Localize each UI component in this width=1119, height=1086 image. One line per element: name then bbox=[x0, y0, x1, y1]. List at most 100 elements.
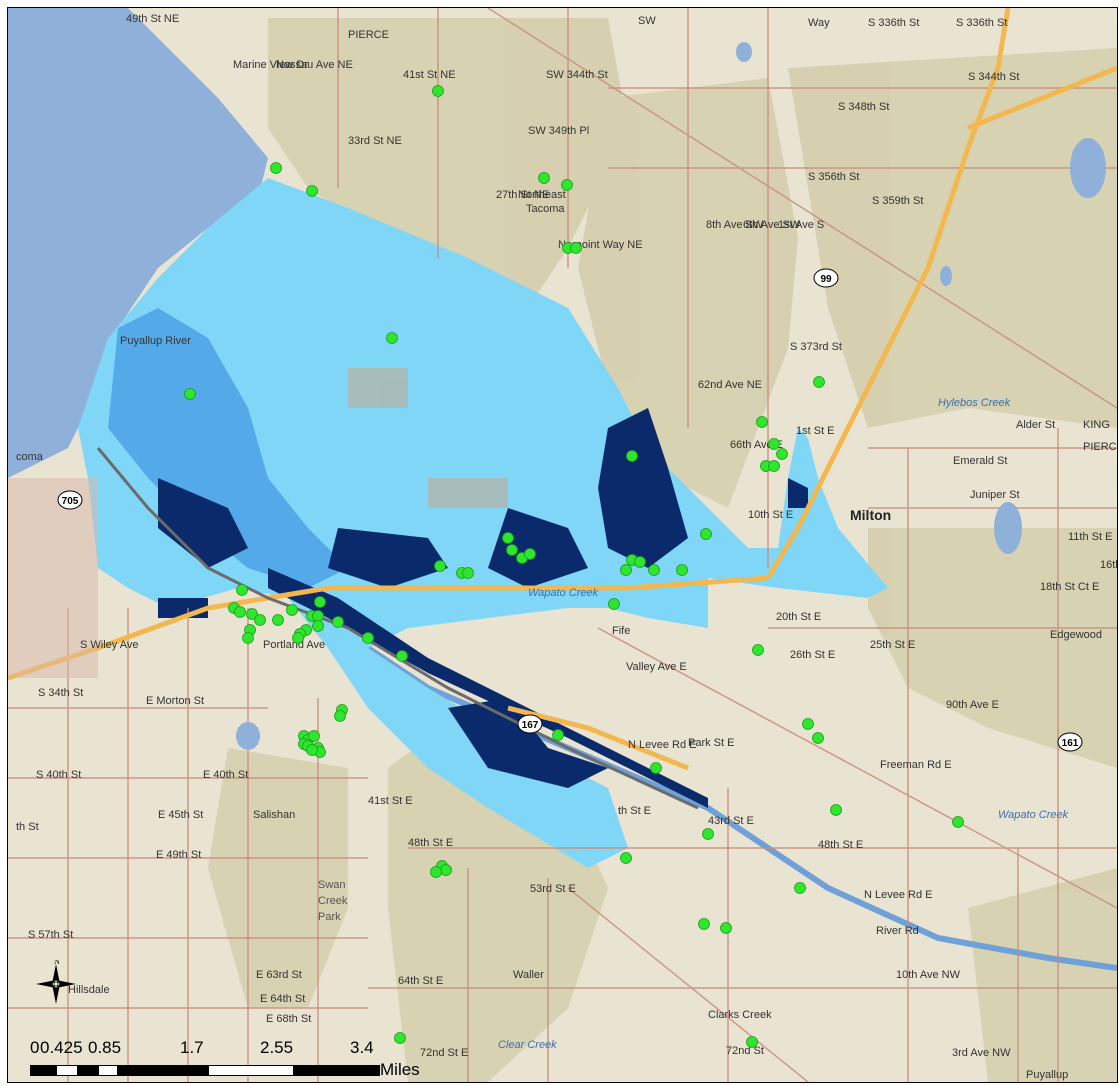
place-label: Salishan bbox=[253, 809, 295, 821]
sample-point[interactable] bbox=[720, 922, 732, 934]
sample-point[interactable] bbox=[538, 172, 550, 184]
sample-point[interactable] bbox=[314, 596, 326, 608]
sample-point[interactable] bbox=[312, 610, 324, 622]
sample-point[interactable] bbox=[254, 614, 266, 626]
sample-point[interactable] bbox=[698, 918, 710, 930]
sample-point[interactable] bbox=[561, 179, 573, 191]
place-label: S 373rd St bbox=[790, 341, 842, 353]
sample-point[interactable] bbox=[506, 544, 518, 556]
place-label: 72nd St bbox=[726, 1045, 764, 1057]
sample-point[interactable] bbox=[396, 650, 408, 662]
place-label: 62nd Ave NE bbox=[698, 379, 762, 391]
sample-point[interactable] bbox=[234, 606, 246, 618]
place-label: 11th St E bbox=[1068, 531, 1112, 543]
place-label: 72nd St E bbox=[420, 1047, 468, 1059]
sample-point[interactable] bbox=[768, 438, 780, 450]
sample-point[interactable] bbox=[306, 185, 318, 197]
highway-shield-icon: 705 bbox=[57, 490, 83, 510]
sample-point[interactable] bbox=[394, 1032, 406, 1044]
sample-point[interactable] bbox=[430, 866, 442, 878]
sample-point[interactable] bbox=[620, 852, 632, 864]
sample-point[interactable] bbox=[802, 718, 814, 730]
highway-shield-label: 161 bbox=[1062, 738, 1079, 749]
sample-point[interactable] bbox=[272, 614, 284, 626]
sample-point[interactable] bbox=[752, 644, 764, 656]
place-label: 1st St E bbox=[796, 425, 835, 437]
sample-point[interactable] bbox=[286, 604, 298, 616]
sample-point[interactable] bbox=[386, 332, 398, 344]
sample-point[interactable] bbox=[462, 567, 474, 579]
sample-point[interactable] bbox=[813, 376, 825, 388]
place-label: 27th St NE bbox=[496, 189, 549, 201]
sample-point[interactable] bbox=[700, 528, 712, 540]
place-label: S 57th St bbox=[28, 929, 73, 941]
sample-point[interactable] bbox=[440, 864, 452, 876]
flood-extent-deep bbox=[158, 408, 808, 808]
scale-segment-6 bbox=[208, 1065, 294, 1076]
sample-point[interactable] bbox=[634, 556, 646, 568]
sample-point[interactable] bbox=[362, 632, 374, 644]
sample-point[interactable] bbox=[676, 564, 688, 576]
place-label: E 63rd St bbox=[256, 969, 302, 981]
place-label: Clarks Creek bbox=[708, 1009, 772, 1021]
highway-shield-icon: 99 bbox=[813, 268, 839, 288]
park-label: Park bbox=[318, 911, 341, 923]
place-label: 64th St E bbox=[398, 975, 443, 987]
sample-point[interactable] bbox=[650, 762, 662, 774]
sample-point[interactable] bbox=[308, 730, 320, 742]
sample-point[interactable] bbox=[830, 804, 842, 816]
highway-shield-icon: 161 bbox=[1057, 732, 1083, 752]
sample-point[interactable] bbox=[702, 828, 714, 840]
sample-point[interactable] bbox=[552, 729, 564, 741]
sample-point[interactable] bbox=[246, 608, 258, 620]
sample-point[interactable] bbox=[434, 560, 446, 572]
place-label: SW 344th St bbox=[546, 69, 608, 81]
sample-point[interactable] bbox=[332, 616, 344, 628]
sample-point[interactable] bbox=[952, 816, 964, 828]
sample-point[interactable] bbox=[756, 416, 768, 428]
sample-point[interactable] bbox=[524, 548, 536, 560]
sample-point[interactable] bbox=[746, 1036, 758, 1048]
place-label: Marine View Dr bbox=[233, 59, 308, 71]
sample-point[interactable] bbox=[626, 450, 638, 462]
north-label: N bbox=[54, 960, 60, 966]
place-label: S Wiley Ave bbox=[80, 639, 139, 651]
place-label: 48th St E bbox=[818, 839, 863, 851]
sample-point[interactable] bbox=[236, 584, 248, 596]
place-label: 43rd St E bbox=[708, 815, 754, 827]
park-label: Creek bbox=[318, 895, 348, 907]
place-label: S 344th St bbox=[968, 71, 1019, 83]
sample-point[interactable] bbox=[502, 532, 514, 544]
place-label: 41st St E bbox=[368, 795, 413, 807]
sample-point[interactable] bbox=[620, 564, 632, 576]
place-label: 18th St Ct E bbox=[1040, 581, 1099, 593]
highway-shield-label: 99 bbox=[820, 274, 832, 285]
place-label: SW bbox=[638, 15, 656, 27]
place-label: Juniper St bbox=[970, 489, 1020, 501]
sample-point[interactable] bbox=[794, 882, 806, 894]
place-label: Fife bbox=[612, 625, 630, 637]
sample-point[interactable] bbox=[242, 632, 254, 644]
place-label: 90th Ave E bbox=[946, 699, 999, 711]
place-label: 8th Ave SW bbox=[706, 219, 764, 231]
sample-point[interactable] bbox=[608, 598, 620, 610]
sample-point[interactable] bbox=[768, 460, 780, 472]
sample-point[interactable] bbox=[776, 448, 788, 460]
sample-point[interactable] bbox=[312, 620, 324, 632]
sample-point[interactable] bbox=[648, 564, 660, 576]
sample-point[interactable] bbox=[570, 242, 582, 254]
sample-point[interactable] bbox=[306, 744, 318, 756]
minor-roads bbox=[8, 8, 1117, 1082]
sample-point[interactable] bbox=[432, 85, 444, 97]
place-label: N Levee Rd E bbox=[628, 739, 696, 751]
place-label: S 34th St bbox=[38, 687, 83, 699]
sample-point[interactable] bbox=[184, 388, 196, 400]
highway-shield-icon: 167 bbox=[517, 714, 543, 734]
sample-point[interactable] bbox=[812, 732, 824, 744]
sample-point[interactable] bbox=[334, 710, 346, 722]
sample-point[interactable] bbox=[292, 632, 304, 644]
sample-point[interactable] bbox=[270, 162, 282, 174]
